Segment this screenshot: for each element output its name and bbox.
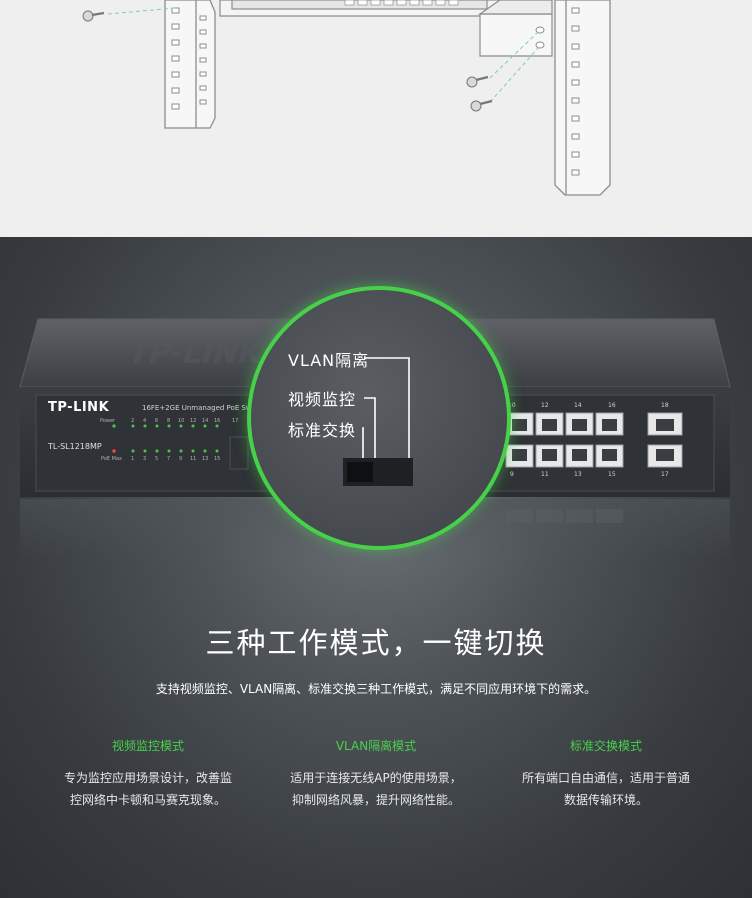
led-numbers-top: 2 4 6 8 10 12 14 16 [130, 418, 230, 426]
led-indicators [112, 424, 219, 453]
mode-switch-callout [343, 357, 413, 486]
port-number: 11 [541, 471, 549, 478]
port-number: 17 [661, 471, 669, 478]
mode-standard: 标准交换模式 所有端口自由通信，适用于普通 数据传输环境。 [496, 737, 716, 811]
section-headline: 三种工作模式，一键切换 [205, 626, 547, 660]
screw-icon [82, 10, 493, 112]
led-number: 13 [202, 456, 209, 462]
port-number: 10 [508, 402, 516, 409]
led-number: 4 [143, 418, 147, 424]
port-cut-label: 17 [232, 418, 239, 424]
model-name: TL-SL1218MP [48, 442, 102, 451]
port-numbers-bottom: 9 11 13 15 17 [500, 471, 700, 480]
led-number: 11 [190, 456, 197, 462]
mode-desc-line: 所有端口自由通信，适用于普通 [521, 771, 690, 785]
brand-logo: TP-LINK [48, 400, 110, 415]
led-number: 16 [214, 418, 221, 424]
led-number: 3 [143, 456, 147, 462]
led-number: 8 [167, 418, 171, 424]
mode-desc-line: 数据传输环境。 [563, 793, 648, 807]
svg-text:TP-LINK: TP-LINK [124, 336, 267, 370]
mode-desc-line: 专为监控应用场景设计，改善监 [63, 771, 232, 785]
port-number: 14 [574, 402, 582, 409]
power-label: Power [100, 418, 116, 424]
led-number: 15 [214, 456, 221, 462]
port-number: 13 [574, 471, 582, 478]
port-number: 9 [510, 471, 514, 478]
led-number: 5 [155, 456, 159, 462]
led-number: 10 [178, 418, 185, 424]
mode-title: 视频监控模式 [111, 739, 184, 753]
model-line: 16FE+2GE Unmanaged PoE Swi [142, 404, 254, 412]
lens-label-video: 视频监控 [288, 390, 357, 409]
magnifier-lens: VLAN隔离 视频监控 标准交换 [247, 286, 511, 550]
lens-label-standard: 标准交换 [288, 421, 357, 440]
led-number: 6 [155, 418, 159, 424]
rack-mount-drawing [82, 0, 611, 196]
mode-title: 标准交换模式 [569, 739, 642, 753]
led-number: 9 [179, 456, 183, 462]
led-number: 12 [190, 418, 197, 424]
mode-video: 视频监控模式 专为监控应用场景设计，改善监 控网络中卡顿和马赛克现象。 [38, 737, 258, 811]
poe-max-led [112, 449, 116, 453]
rack-install-illustration [0, 0, 752, 238]
port-numbers-top: 10 12 14 16 18 [500, 402, 700, 411]
switch-image: TP-LINK TP-LINK 16FE+2GE Unmanaged PoE S… [0, 237, 752, 597]
section-subline: 支持视频监控、VLAN隔离、标准交换三种工作模式，满足不同应用环境下的需求。 [155, 682, 597, 696]
mode-title: VLAN隔离模式 [335, 739, 417, 753]
lens-label-vlan: VLAN隔离 [288, 351, 370, 370]
led-number: 7 [167, 456, 171, 462]
port-number: 18 [661, 402, 669, 409]
poe-max-label: PoE Max [101, 456, 122, 462]
mode-vlan: VLAN隔离模式 适用于连接无线AP的使用场景， 抑制网络风暴，提升网络性能。 [266, 737, 486, 811]
led-number: 1 [131, 456, 135, 462]
port-number: 15 [608, 471, 616, 478]
mode-desc-line: 抑制网络风暴，提升网络性能。 [291, 793, 460, 807]
led-numbers-bottom: 1 3 5 7 9 11 13 15 [130, 456, 230, 464]
led-number: 14 [202, 418, 209, 424]
product-section: TP-LINK TP-LINK 16FE+2GE Unmanaged PoE S… [0, 237, 752, 898]
mode-desc-line: 控网络中卡顿和马赛克现象。 [69, 793, 226, 807]
mode-desc-line: 适用于连接无线AP的使用场景， [290, 771, 462, 785]
port-number: 16 [608, 402, 616, 409]
port-number: 12 [541, 402, 549, 409]
led-number: 2 [131, 418, 135, 424]
